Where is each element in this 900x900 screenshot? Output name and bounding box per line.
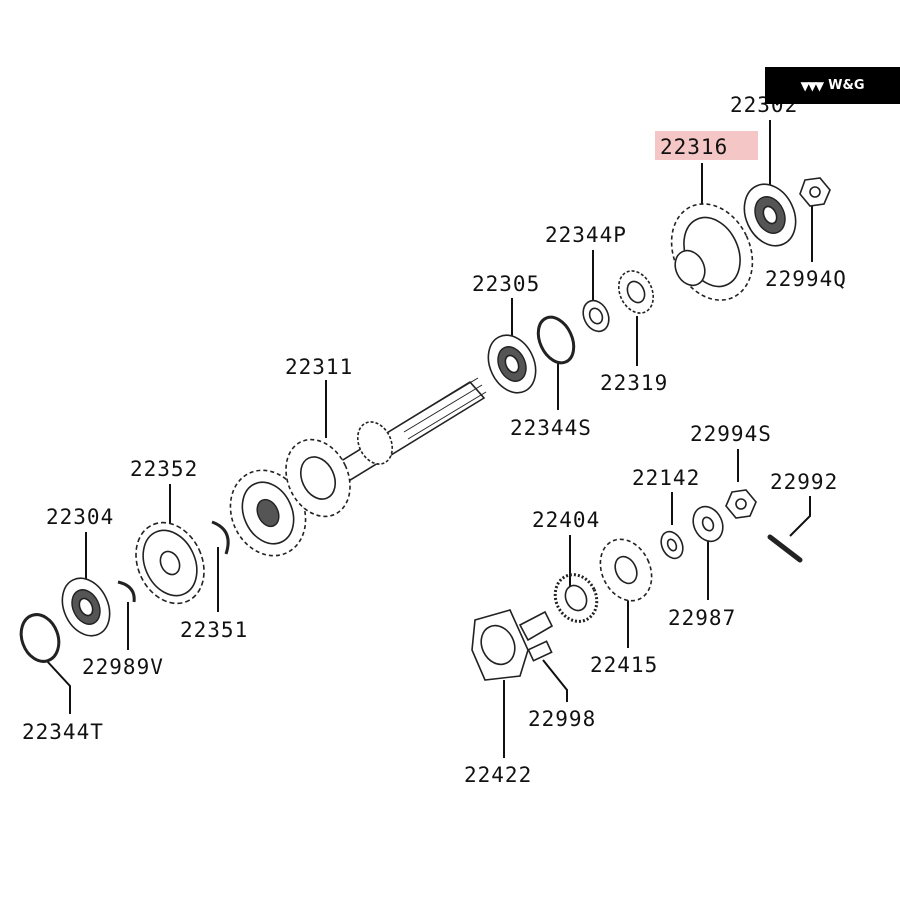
part-22415: [599, 538, 653, 602]
part-22422: [471, 609, 554, 681]
label-22344T: 22344T: [22, 720, 104, 744]
label-22994S: 22994S: [690, 422, 772, 446]
part-22344T: [19, 613, 61, 663]
part-22992: [767, 534, 803, 563]
label-22992: 22992: [770, 470, 838, 494]
part-22316: [670, 203, 754, 301]
brand-text: W&G: [828, 78, 865, 93]
part-22404: [553, 573, 599, 623]
part-22351: [211, 520, 230, 555]
label-22989V: 22989V: [82, 655, 164, 679]
label-22998: 22998: [528, 707, 596, 731]
part-22302: [743, 183, 797, 247]
part-22994S: [725, 489, 757, 519]
part-22352: [135, 521, 205, 605]
label-22351: 22351: [180, 618, 248, 642]
part-22344P: [582, 299, 610, 333]
label-22994Q: 22994Q: [765, 267, 847, 291]
label-22404: 22404: [532, 508, 600, 532]
part-22994Q: [799, 177, 831, 207]
chevron-mark-icon: ▼▼▼: [800, 78, 824, 93]
label-22987: 22987: [668, 606, 736, 630]
label-22311: 22311: [285, 355, 353, 379]
label-22316: 22316: [660, 135, 728, 159]
part-22987: [692, 505, 724, 543]
part-22998: [527, 640, 553, 662]
label-22304: 22304: [46, 505, 114, 529]
highlight-22316: [655, 131, 758, 160]
part-22319: [617, 270, 655, 314]
brand-logo: ▼▼▼ W&G: [765, 67, 900, 104]
part-22311: [229, 377, 487, 557]
part-22142: [660, 530, 684, 560]
part-22989V: [117, 580, 136, 603]
label-22142: 22142: [632, 466, 700, 490]
label-22352: 22352: [130, 457, 198, 481]
label-22319: 22319: [600, 371, 668, 395]
label-22344P: 22344P: [545, 223, 627, 247]
part-22344S: [536, 315, 576, 365]
part-22305: [487, 334, 537, 394]
label-22422: 22422: [464, 763, 532, 787]
label-22415: 22415: [590, 653, 658, 677]
part-22304: [61, 577, 111, 637]
label-22305: 22305: [472, 272, 540, 296]
label-22344S: 22344S: [510, 416, 592, 440]
leader-lines: [45, 120, 813, 758]
